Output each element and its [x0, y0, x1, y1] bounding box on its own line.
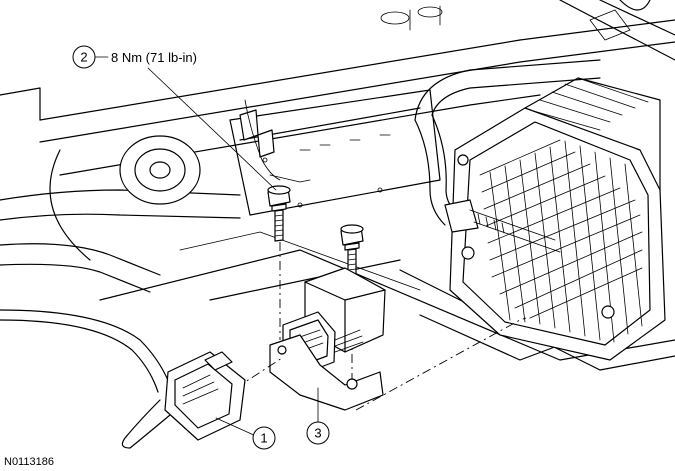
callout-3-number: 3 [314, 426, 321, 441]
callout-2: 2 8 Nm (71 lb-in) [72, 45, 277, 191]
callout-1-number: 1 [260, 431, 267, 446]
canister-assembly [444, 77, 666, 361]
module-mount-hole [346, 378, 358, 390]
torque-spec-label: 8 Nm (71 lb-in) [111, 50, 197, 65]
figure-id: N0113186 [4, 456, 54, 468]
callout-1: 1 [215, 417, 276, 450]
canister-mount-hole [601, 305, 615, 319]
vehicle-frame-background [0, 0, 675, 371]
harness-connector [0, 309, 246, 449]
sensor-module [269, 267, 386, 411]
canister-mount-hole [461, 246, 475, 260]
canister-mount-hole [457, 154, 469, 166]
callout-3: 3 [306, 387, 330, 445]
module-alignment-line [355, 317, 527, 411]
bolt-lower [340, 224, 364, 278]
canister-cell-grid [479, 139, 643, 343]
bolt-upper [267, 185, 291, 242]
connector-alignment-line [235, 357, 283, 389]
module-mount-hole [277, 345, 287, 355]
callout-2-number: 2 [80, 50, 87, 65]
